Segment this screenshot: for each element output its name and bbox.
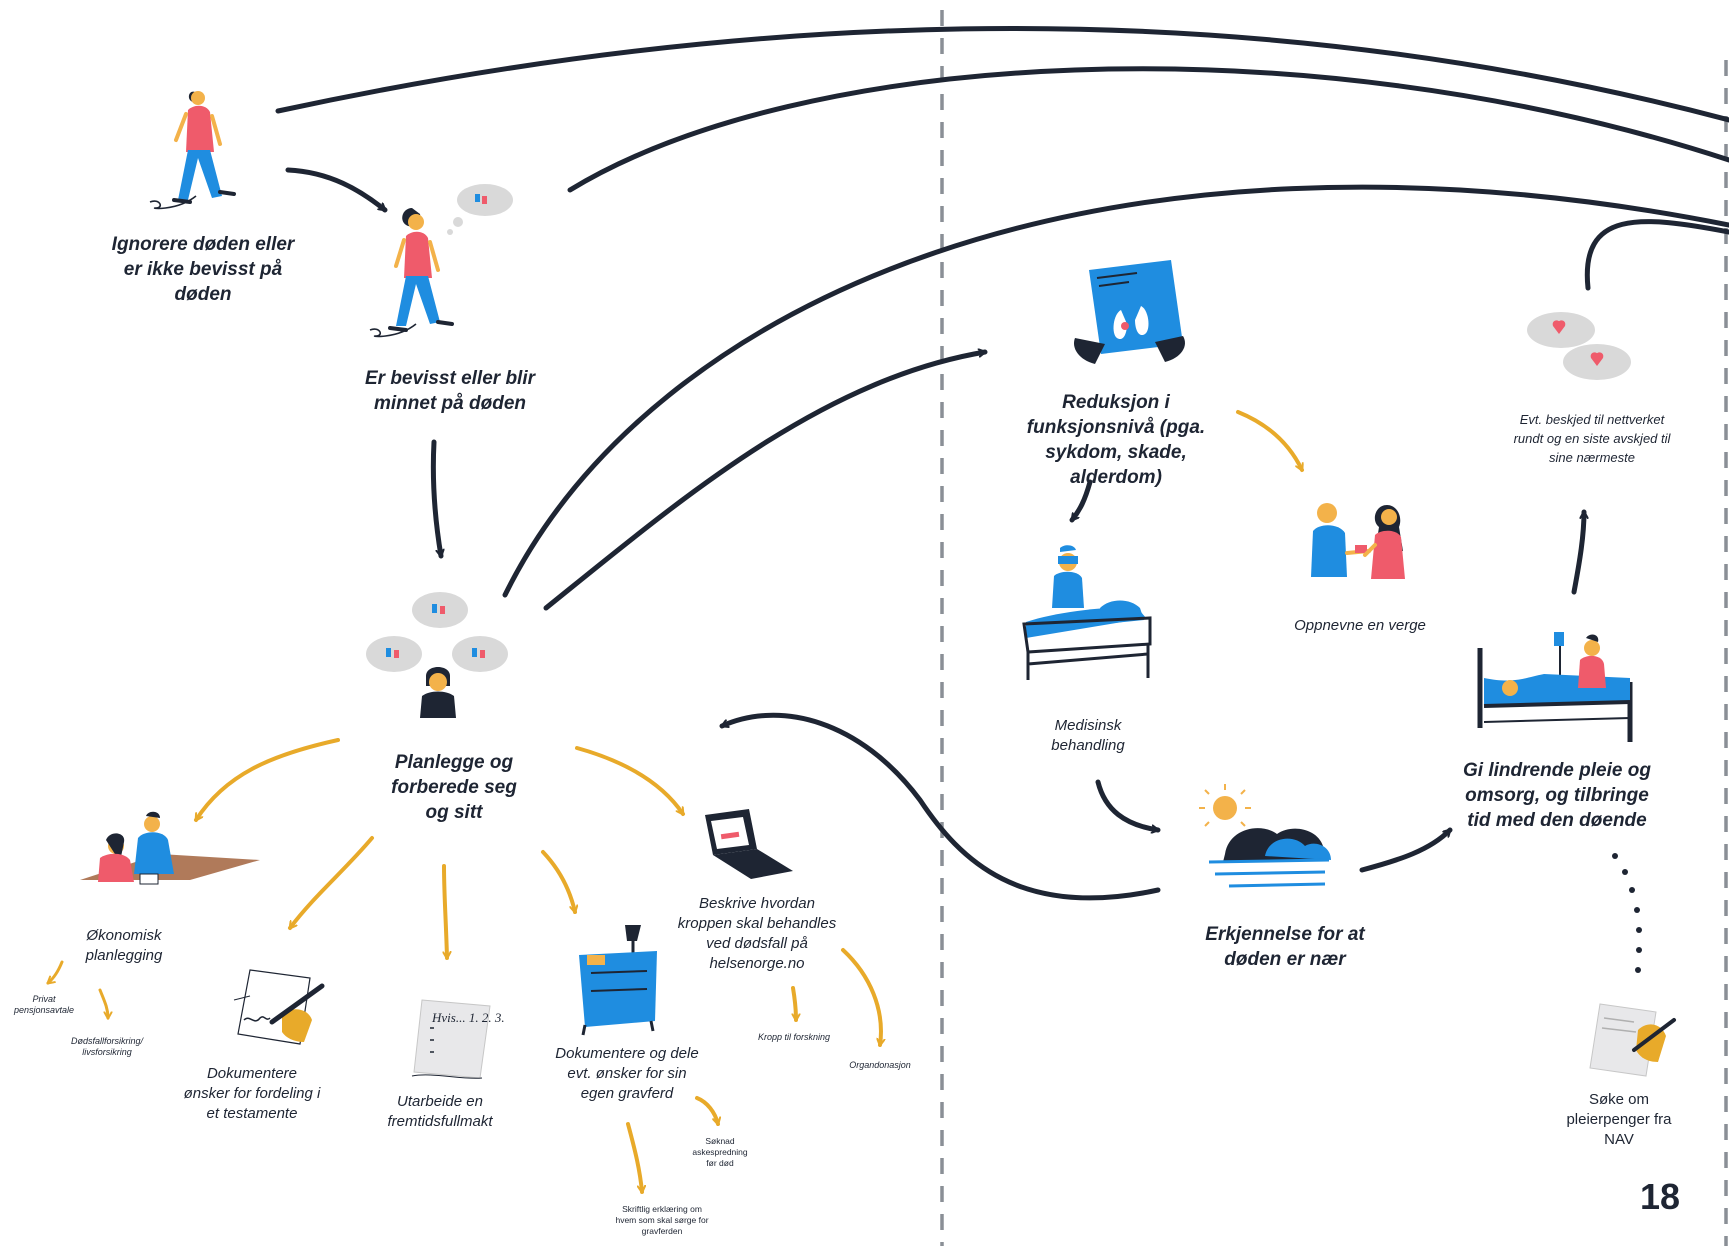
gold-arrows bbox=[48, 410, 1304, 1194]
arrow-aware-to-plan bbox=[430, 439, 441, 559]
planning-person-illustration bbox=[366, 592, 508, 718]
label-insurance: Dødsfallforsikring/ livsforsikring bbox=[70, 1036, 144, 1057]
curve-plan-to-reduction bbox=[543, 352, 988, 611]
curve-farewell-up bbox=[1584, 219, 1729, 291]
note-illustration: Hvis... 1. 2. 3. bbox=[411, 999, 505, 1079]
curve-realization-to-plan bbox=[719, 712, 1161, 901]
guardian-people-illustration bbox=[1311, 503, 1405, 579]
couple-at-table-illustration bbox=[80, 811, 260, 885]
page-number: 18 bbox=[1640, 1176, 1681, 1217]
label-realization: Erkjennelse for at døden er nær bbox=[1205, 924, 1365, 970]
label-medical: Medisinsk behandling bbox=[1051, 717, 1125, 754]
label-organ: Organdonasjon bbox=[849, 1060, 911, 1070]
arrow-palliative-to-farewell bbox=[1571, 509, 1584, 595]
curve-plan-to-right bbox=[502, 184, 1729, 598]
label-farewell: Evt. beskjed til nettverket rundt og en … bbox=[1513, 412, 1671, 465]
doctor-bed-illustration bbox=[1022, 545, 1152, 680]
label-written: Skriftlig erklæring om hvem som skal sør… bbox=[615, 1204, 709, 1236]
curve-aware-to-right bbox=[567, 66, 1729, 193]
label-aware: Er bevisst eller blir minnet på døden bbox=[364, 368, 536, 414]
label-funeral: Dokumentere og dele evt. ønsker for sin … bbox=[555, 1045, 699, 1102]
laptop-illustration bbox=[705, 809, 793, 879]
label-economic: Økonomisk planlegging bbox=[85, 927, 163, 964]
arrow-ignore-to-aware bbox=[285, 167, 388, 213]
sun-cloud-sea-illustration bbox=[1199, 784, 1331, 888]
label-pension: Privat pensjonsavtale bbox=[13, 994, 75, 1015]
note-text: Hvis... 1. 2. 3. bbox=[431, 1010, 505, 1025]
label-testament: Dokumentere ønsker for fordeling i et te… bbox=[183, 1065, 321, 1122]
arrow-medical-to-realization bbox=[1095, 779, 1161, 830]
walking-person-illustration bbox=[149, 91, 236, 210]
arrow-reduction-to-medical bbox=[1069, 479, 1093, 523]
label-palliative: Gi lindrende pleie og omsorg, og tilbrin… bbox=[1463, 760, 1651, 831]
aware-person-illustration bbox=[369, 184, 513, 338]
label-research: Kropp til forskning bbox=[757, 1032, 831, 1042]
label-ash: Søknad askespredning før død bbox=[692, 1136, 748, 1168]
label-fullmakt: Utarbeide en fremtidsfullmakt bbox=[387, 1093, 493, 1130]
label-guardian: Oppnevne en verge bbox=[1294, 617, 1426, 634]
arrow-realization-to-palliative bbox=[1359, 827, 1453, 873]
nav-signing-illustration bbox=[1589, 1003, 1676, 1077]
xray-scan-illustration bbox=[1073, 260, 1185, 364]
label-reduction: Reduksjon i funksjonsnivå (pga. sykdom, … bbox=[1026, 392, 1206, 488]
palliative-bed-illustration bbox=[1477, 632, 1633, 742]
nightstand-illustration bbox=[579, 925, 657, 1036]
connector-curves bbox=[275, 26, 1729, 901]
signing-document-illustration bbox=[233, 969, 325, 1045]
label-ignore: Ignorere døden eller er ikke bevisst på … bbox=[111, 234, 295, 305]
label-body: Beskrive hvordan kroppen skal behandles … bbox=[677, 895, 837, 972]
label-plan: Planlegge og forberede seg og sitt bbox=[391, 752, 517, 823]
label-nav: Søke om pleierpenger fra NAV bbox=[1566, 1091, 1672, 1148]
heart-bubbles-illustration bbox=[1527, 312, 1631, 380]
curve-ignore-to-right bbox=[275, 26, 1729, 123]
dotted-path bbox=[1612, 853, 1642, 973]
